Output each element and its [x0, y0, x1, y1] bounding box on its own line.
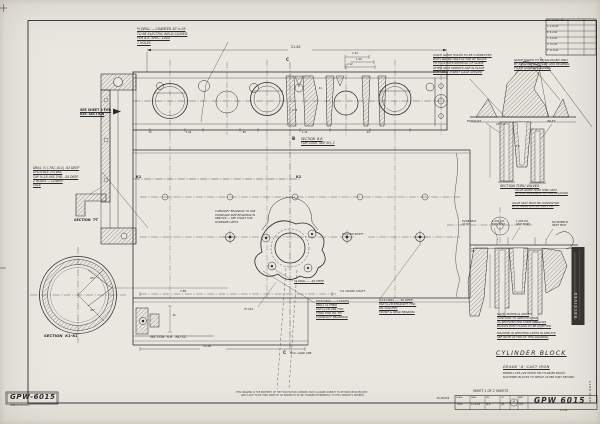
marker-k1-left: K1 [136, 175, 142, 179]
strip-date-label: DATE [471, 396, 477, 399]
label-section-bb: SECTION B-B FOR CONT. SEE SH. 2 [301, 136, 335, 145]
dim-rr: .62 [172, 314, 176, 317]
strip-scale-value: FULL [457, 402, 463, 406]
marker-b: B [292, 136, 296, 141]
stamp-mark [571, 247, 585, 325]
note-cam-bearings: CAMSHAFT BEARINGS TO USE STANDARD SIZE B… [215, 209, 256, 224]
dim-inner: .34 [318, 87, 322, 90]
dim-inner: 1.16 [292, 109, 298, 112]
valve-section-lower [467, 226, 578, 323]
strip-date-value: 12-8-41 [471, 402, 481, 406]
note-material: NOTE: MATERIAL MUST CONFORM TO SPECIFICA… [497, 312, 552, 328]
marker-k1-right: K1 [296, 175, 302, 179]
note-guide-salvage: GUIDE HOLES TO BE SALVAGED ONLY BY DRILL… [514, 58, 570, 70]
strip-drawn-label: DR. [486, 396, 490, 399]
title-material: GRADE 'A' CAST IRON [503, 364, 550, 369]
section-k1-view [30, 247, 228, 343]
note-drill-625: ⅝ DRILL — .62 DEEP [294, 278, 324, 283]
strip-check-label: CK. [501, 396, 505, 399]
dim-valve-upper: 1⅝ [516, 145, 521, 148]
fine-print-line: AND IS NOT TO BE USED DIRECTLY OR INDIRE… [241, 393, 365, 397]
title-ref: EL-60349 [437, 396, 450, 400]
title-strip-grid [5, 391, 598, 410]
note-seat-concentric: VALVE SEAT MUST BE CONCENTRIC WITH GUIDE… [512, 200, 560, 209]
dim-band: 1.06 [186, 130, 192, 134]
rev-table-row: E 11-6-42 [547, 49, 559, 52]
note-left-drill: DRILL ⅞ (.781-.811) .62 DEEP SPOTFACE 1¼… [33, 166, 80, 188]
dim-band: .88 [242, 130, 246, 134]
title-sheet-note: SHEET 1 OF 2 SHEETS [473, 388, 509, 393]
front-face-profile [100, 73, 137, 245]
crankcase-view [132, 62, 532, 390]
corner-printed-note: PRINTED IN U.S.A. [10, 404, 30, 408]
dim-overall-length: 21.62 [291, 44, 301, 49]
note-valve-guide: VALVE GUIDE HOLES TO BE CONNECTED WITH W… [433, 53, 492, 74]
margin-vertical-number: GPW-6015 [588, 379, 592, 402]
strip-scale-label: SCALE [456, 396, 463, 399]
note-see-sheet: SEE SHEET 2 FOR REF. SECTION [80, 107, 112, 116]
strip-approved-letter: A [512, 399, 515, 403]
dim-valve-lower: 45° [471, 250, 476, 253]
dim-band: 1.19 [302, 130, 308, 134]
note-machine: MACHINE IN SPECIFIED LIMITS IN SERVICE S… [497, 330, 556, 339]
label-cl-cam: C/L CAM SHAFT [342, 231, 364, 236]
title-brinell: BRINELL 183-229 TAKEN ON CYLINDER BLOCK [503, 370, 566, 375]
dim-mid: 7.88 [180, 288, 187, 293]
dim-small: 1.06 [356, 57, 362, 61]
label-dia-37: .37 DIA [243, 306, 254, 311]
plan-view [132, 60, 448, 135]
rev-table-row: C 6-9-42 [547, 37, 558, 40]
title-weight: MACHINED BLOCKS TO WEIGH AS PER PART REC… [503, 375, 575, 379]
label-cl-crank: C/L CRANK SHAFT [340, 289, 366, 293]
rev-table-row: A 2-10-42 [547, 25, 559, 28]
label-section-k1: SECTION K1-K1 [44, 333, 78, 338]
label-section-thru-valves: SECTION THRU VALVES [500, 183, 540, 188]
label-angle-45: 45° [90, 276, 96, 280]
strip-app-label: APP. [519, 396, 524, 399]
dim-small: 2.12 [347, 62, 353, 66]
strip-drawn-value: W.S. [486, 402, 492, 406]
sheet-frame [0, 4, 597, 404]
rev-table-row: NO. DATE CHG. [547, 19, 565, 22]
dim-valve-top: 45°×⅛ [496, 123, 505, 126]
section-tt-detail [75, 187, 107, 217]
page-title: CYLINDER BLOCK [496, 350, 567, 357]
note-drill-right: 5/16 DRILL — .50 DEEP TAP ⅜-18 STRAIGHT … [379, 297, 417, 314]
rev-table-row: D 9-1-42 [547, 43, 558, 46]
label-inlet: INLET [547, 119, 556, 123]
stamp-text: RECEIVED [574, 291, 578, 318]
label-max-gage: MAX. GAGE LINE [290, 351, 312, 355]
corner-drawing-number: GPW-6015 [10, 392, 56, 401]
label-angle-45: 45° [90, 308, 96, 312]
note-drill-left: 5/16 DRILL — 2 HOLES DRILL ⅛ THRU TAP ¼-… [316, 299, 349, 320]
see-sheet-arrow [113, 108, 121, 115]
label-section-tt: SECTION T-T [74, 218, 98, 222]
note-top-left-drill: ½ DRILL — CHAMFER 45°×.03 TO BE ELECTRIC… [137, 27, 188, 45]
marker-c-top: C [286, 57, 290, 62]
part-number: GPW 6015 [534, 396, 586, 405]
section-rr-detail [134, 305, 214, 337]
marker-c-bottom: C [283, 349, 287, 355]
label-exhaust: EXHAUST [467, 119, 482, 123]
note-valve-hole: VALVE GUIDE HOLE THRU SEAT WITHIN TOLERA… [515, 187, 568, 196]
strip-app-value: O.K. [519, 402, 524, 406]
rev-table-row: B 4-2-42 [547, 31, 558, 34]
top-dimensions [146, 41, 553, 140]
left-note-leader [101, 171, 149, 229]
dim-band: .44 [366, 130, 370, 134]
fine-print-line: THIS DRAWING IS THE PROPERTY OF THE FORD… [236, 390, 368, 394]
dim-small: 1.44 [352, 52, 358, 55]
strip-check-value: J.B. [501, 402, 505, 406]
dim-bottom: 10.28 [203, 344, 212, 348]
revision-table-grid [545, 18, 597, 56]
dim-band: .31 [148, 130, 152, 134]
label-section-rr: SECTION R-R NO SC. [150, 334, 188, 339]
strip-date-small: 1-5-42 [560, 409, 568, 413]
valve-section-upper [470, 56, 593, 184]
